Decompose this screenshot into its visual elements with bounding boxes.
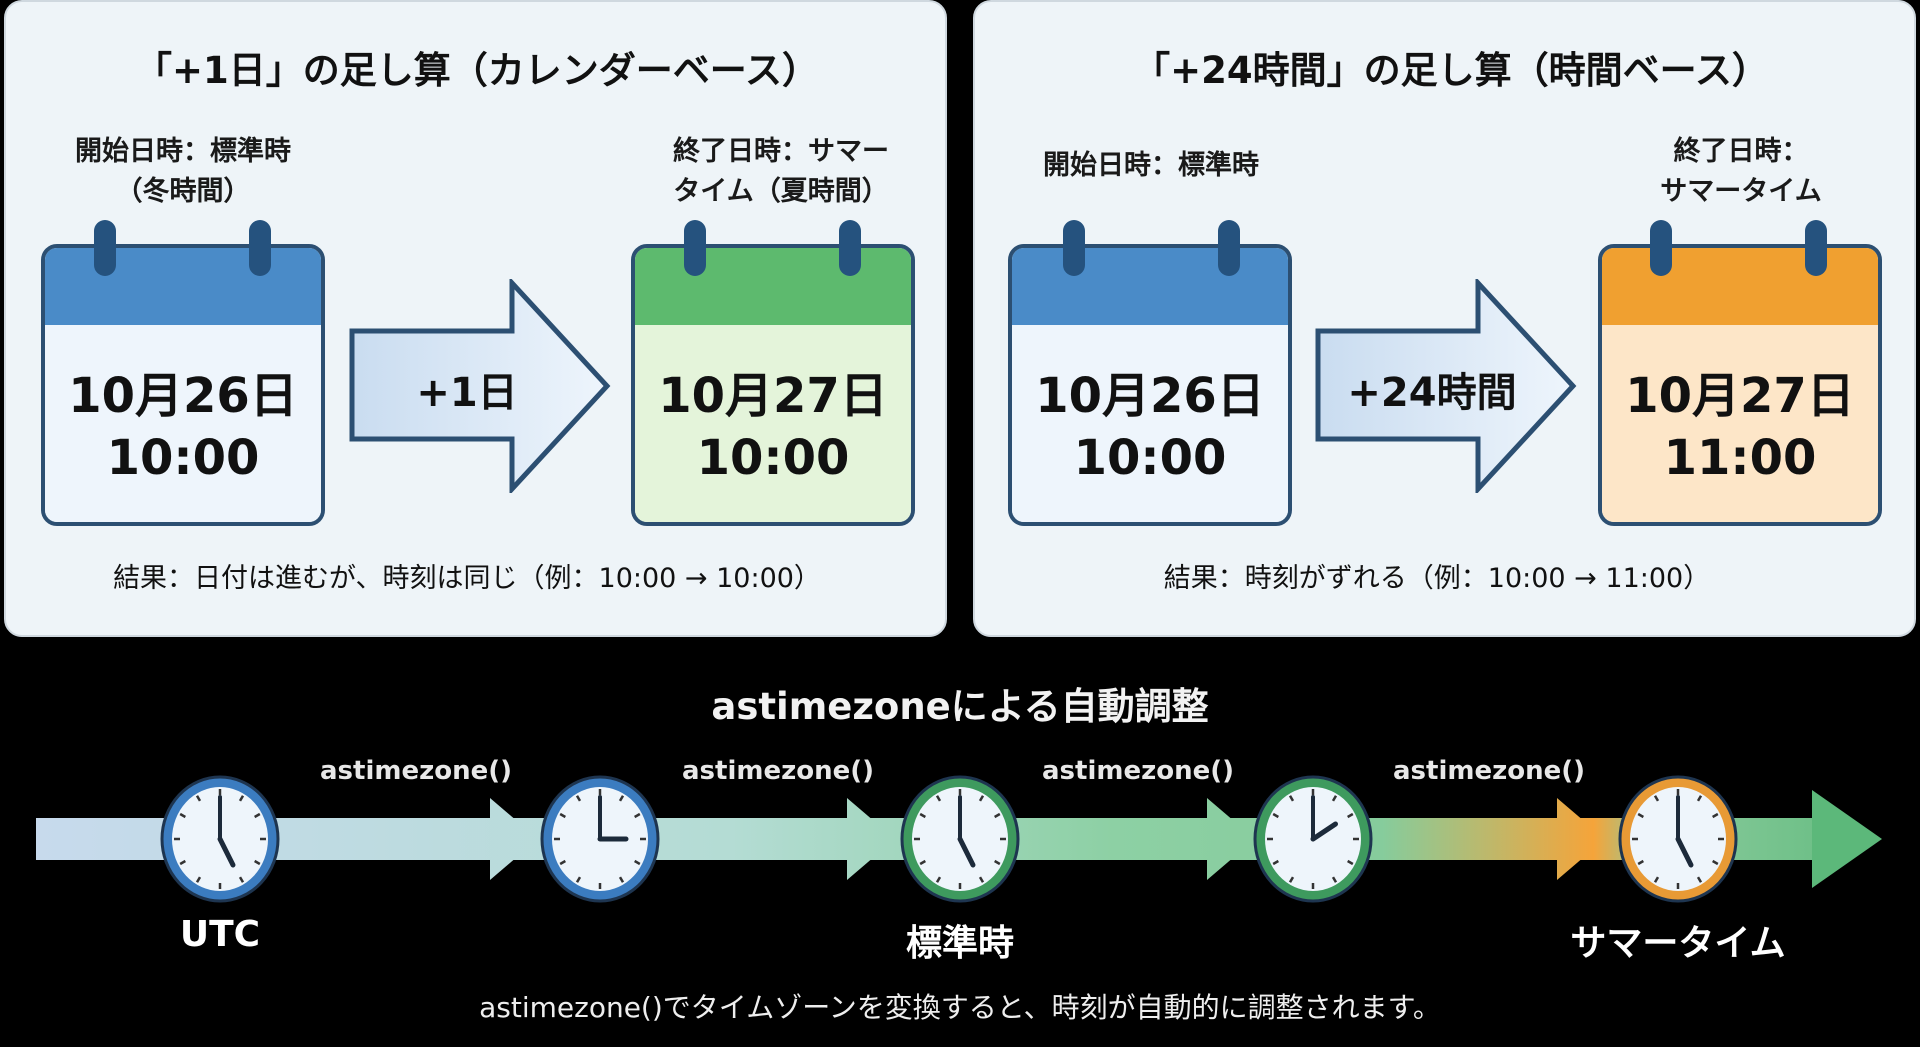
clock-icon [540,775,660,903]
utc-label: UTC [179,914,261,955]
panel-title: 「+1日」の足し算（カレンダーベース） [135,49,819,92]
astimezone-label: astimezone() [1042,756,1234,786]
calendar-time: 11:00 [1663,430,1817,486]
calendar-ring [839,220,861,276]
end-label-line: タイム（夏時間） [673,176,889,207]
footer-caption: astimezone()でタイムゾーンを変換すると、時刻が自動的に調整されます。 [479,991,1441,1024]
calendar-date: 10月26日 [68,368,298,424]
calendar-ring [1218,220,1240,276]
arrowhead [1207,798,1255,880]
calendar-based-panel: 「+1日」の足し算（カレンダーベース） 開始日時：標準時 （冬時間） 10月26… [4,0,947,637]
astimezone-label: astimezone() [320,756,512,786]
clock-icon [900,775,1020,903]
start-label: 開始日時：標準時 [1043,146,1259,186]
standard-time-label: 標準時 [905,923,1015,964]
arrowhead [490,798,538,880]
timeline-band [36,775,1882,903]
final-arrowhead [1812,790,1882,888]
calendar-time: 10:00 [1073,430,1227,486]
calendar-date: 10月27日 [658,368,888,424]
start-calendar: 10月26日 10:00 [41,244,325,526]
calendar-ring [684,220,706,276]
calendar-ring [249,220,271,276]
arrow-icon [1315,279,1577,493]
arrowhead [1557,798,1605,880]
calendar-ring [94,220,116,276]
calendar-ring [1650,220,1672,276]
calendar-date: 10月27日 [1625,368,1855,424]
start-calendar: 10月26日 10:00 [1008,244,1292,526]
end-label-line: サマータイム [1660,176,1822,207]
end-label: 終了日時： サマータイム [1660,132,1821,212]
arrow-label: +24時間 [1347,370,1517,416]
end-label-line: 終了日時：サマー [673,136,889,167]
end-label-line: 終了日時： [1673,136,1809,167]
end-calendar: 10月27日 11:00 [1598,244,1882,526]
start-label-line: 開始日時：標準時 [75,136,291,167]
clock-icon [1253,775,1373,903]
calendar-date: 10月26日 [1035,368,1265,424]
arrowhead [847,798,895,880]
panel-title: 「+24時間」の足し算（時間ベース） [1133,49,1769,92]
end-label: 終了日時：サマー タイム（夏時間） [673,132,889,212]
clock-icon [1618,775,1738,903]
arrow-icon [349,279,611,493]
clock-icon [160,775,280,903]
result-text: 結果：日付は進むが、時刻は同じ（例：10:00 → 10:00） [113,563,821,594]
calendar-ring [1063,220,1085,276]
calendar-time: 10:00 [106,430,260,486]
calendar-ring [1805,220,1827,276]
summer-time-label: サマータイム [1570,923,1786,964]
start-label-line: （冬時間） [115,176,251,207]
timeline-title: astimezoneによる自動調整 [711,685,1209,728]
start-label: 開始日時：標準時 （冬時間） [75,132,291,212]
result-text: 結果：時刻がずれる（例：10:00 → 11:00） [1163,563,1711,594]
end-calendar: 10月27日 10:00 [631,244,915,526]
calendar-time: 10:00 [696,430,850,486]
arrow-label: +1日 [416,370,518,416]
start-label-line: 開始日時：標準時 [1043,150,1259,181]
astimezone-label: astimezone() [682,756,874,786]
astimezone-label: astimezone() [1393,756,1585,786]
